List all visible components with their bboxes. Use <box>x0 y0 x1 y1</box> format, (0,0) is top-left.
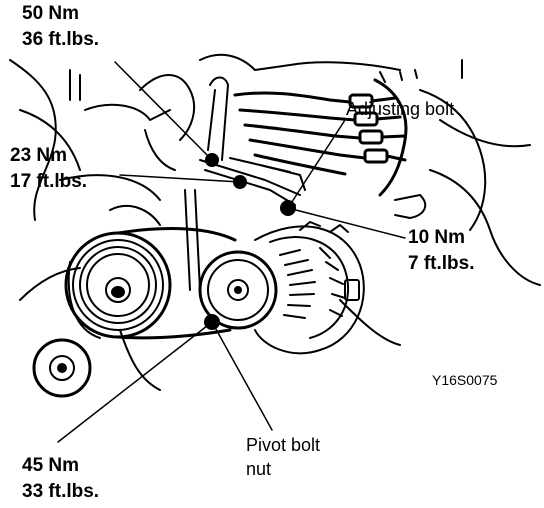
pivot-bolt-label: Pivot bolt <box>246 435 321 455</box>
leader-45nm <box>57 321 213 443</box>
crank-pulley <box>64 231 172 339</box>
spark-plug-wires <box>233 78 408 197</box>
torque-23nm-label: 23 Nm <box>10 145 68 166</box>
leader-lines <box>57 61 406 443</box>
torque-10nm-label: 10 Nm <box>408 227 466 248</box>
leader-pivot-bolt <box>211 321 273 431</box>
leader-10nm <box>287 207 406 239</box>
torque-17ftlb-label: 17 ft.lbs. <box>10 171 88 192</box>
drive-belt <box>116 227 237 340</box>
torque-45nm-label: 45 Nm <box>22 455 80 476</box>
figure-code: Y16S0075 <box>432 372 498 388</box>
lower-pulley <box>32 338 92 398</box>
torque-33ftlb-label: 33 ft.lbs. <box>22 481 100 502</box>
leader-23nm <box>119 174 241 183</box>
engine-block-outline <box>9 53 541 391</box>
adjusting-bolt-label: Adjusting bolt <box>346 99 455 119</box>
torque-7ftlb-label: 7 ft.lbs. <box>408 253 475 274</box>
leader-50nm <box>114 61 213 161</box>
torque-36ftlb-label: 36 ft.lbs. <box>22 29 100 50</box>
leader-adjusting-bolt <box>287 119 346 209</box>
alternator <box>198 221 365 355</box>
pivot-nut-label: nut <box>246 459 272 479</box>
torque-50nm-label: 50 Nm <box>22 3 80 24</box>
